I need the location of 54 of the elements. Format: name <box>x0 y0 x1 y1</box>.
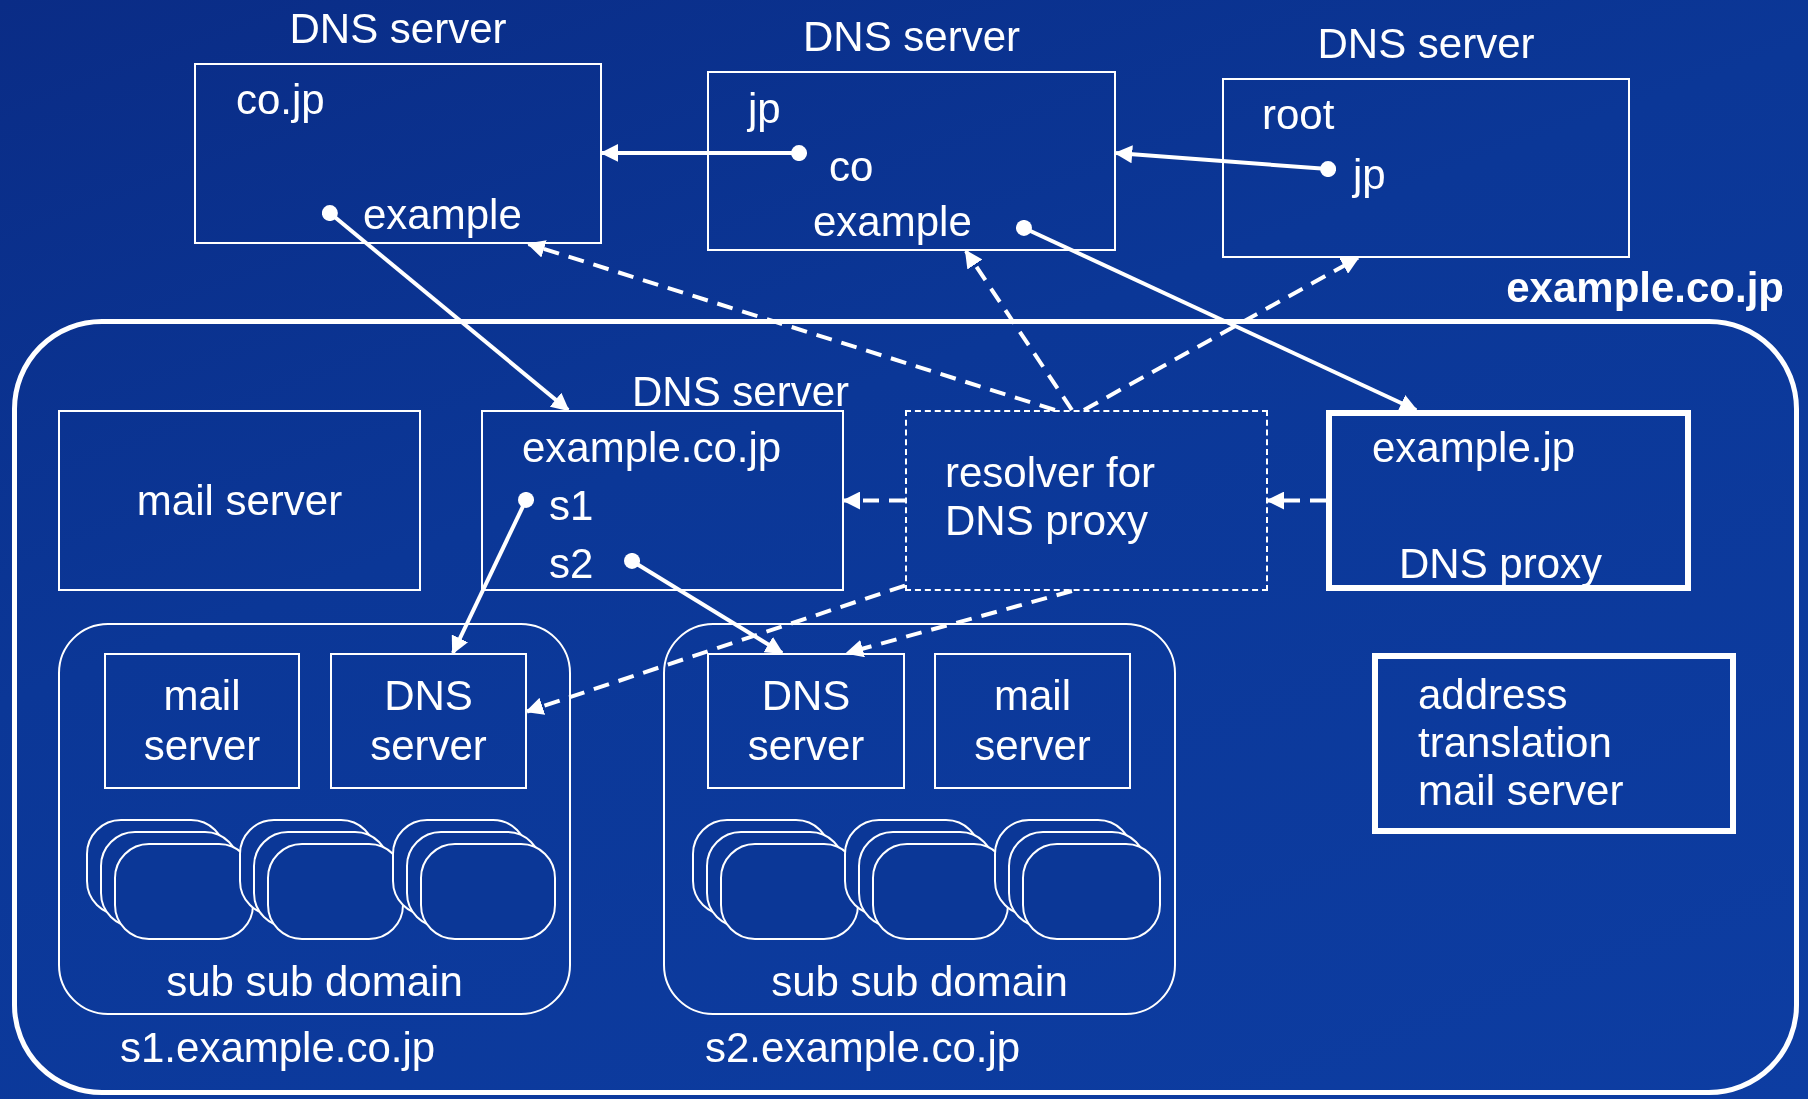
resolver-label: resolver for DNS proxy <box>945 449 1157 545</box>
group-label: sub sub domain <box>166 958 463 1006</box>
mail-server-label: address translation mail server <box>1418 671 1625 815</box>
zone-label: example.co.jp <box>522 424 782 472</box>
host-stack-drawing <box>994 819 1161 940</box>
arrow <box>451 491 534 655</box>
zone-label: co.jp <box>236 76 325 124</box>
domain-title: example.co.jp <box>1506 264 1784 312</box>
mail-server-box <box>934 653 1131 789</box>
dashed-arrow <box>526 240 1056 412</box>
server-heading: DNS server <box>803 13 1020 61</box>
dns-server-box <box>707 653 905 789</box>
host-stack-drawing <box>392 819 556 940</box>
arrow <box>624 552 784 655</box>
server-heading: DNS server <box>632 368 850 416</box>
resolver-box <box>905 410 1268 591</box>
zone-label: example.jp <box>1372 424 1576 472</box>
record-label: s1 <box>549 482 594 530</box>
node-label: DNS server <box>369 671 488 771</box>
record-label: s2 <box>549 540 594 588</box>
mail-server-box <box>58 410 421 591</box>
server-heading: DNS server <box>289 5 507 53</box>
arrow <box>1114 145 1337 178</box>
proxy-label: DNS proxy <box>1399 540 1603 588</box>
dashed-arrow <box>525 583 906 715</box>
arrow <box>600 143 808 162</box>
node-label: mail server <box>136 475 343 526</box>
group-label: sub sub domain <box>771 958 1068 1006</box>
mail-server-box <box>104 653 300 789</box>
record-label: jp <box>1353 151 1386 199</box>
subdomain-name: s2.example.co.jp <box>705 1024 1021 1072</box>
host-stack-drawing <box>692 819 859 940</box>
arrow <box>321 205 570 412</box>
host-stack-drawing <box>844 819 1009 940</box>
dns-server-box <box>330 653 527 789</box>
server-heading: DNS server <box>1317 20 1535 68</box>
record-label: co <box>829 143 874 191</box>
arrow <box>1016 219 1418 412</box>
dashed-arrow <box>842 491 905 510</box>
zone-label: jp <box>748 85 781 133</box>
dashed-arrow <box>964 249 1074 412</box>
mail-server-box <box>1372 653 1736 834</box>
dns-proxy-box <box>1326 410 1691 591</box>
node-label: mail server <box>142 671 262 771</box>
host-stack-drawing <box>86 819 254 940</box>
host-stack-drawing <box>239 819 404 940</box>
record-label: example <box>363 191 522 239</box>
zone-label: root <box>1262 91 1335 139</box>
subdomain-name: s1.example.co.jp <box>120 1024 436 1072</box>
dashed-arrow <box>1266 491 1326 510</box>
node-label: DNS server <box>746 671 866 771</box>
record-label: example <box>813 198 972 246</box>
node-label: mail server <box>973 671 1092 771</box>
dashed-arrow <box>1083 256 1360 412</box>
